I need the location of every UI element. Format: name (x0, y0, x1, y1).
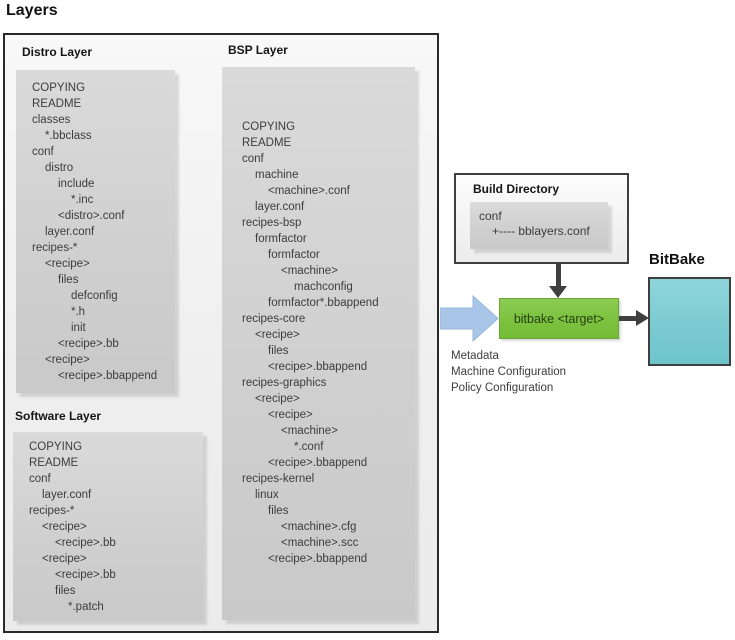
tree-item: README (242, 137, 292, 149)
tree-item: <recipe>.bb (58, 338, 119, 350)
tree-item: <recipe>.bbappend (268, 457, 368, 469)
tree-item: files (55, 585, 76, 597)
tree-item: conf (479, 209, 502, 223)
tree-item: recipes-graphics (242, 377, 327, 389)
tree-item: <machine>.scc (281, 537, 359, 549)
tree-item: formfactor (255, 233, 307, 245)
tree-item: recipes-* (29, 505, 75, 517)
bitbake-label: BitBake (649, 251, 705, 268)
tree-item: files (268, 345, 289, 357)
tree-item: layer.conf (45, 226, 95, 238)
tree-item: <recipe> (42, 521, 87, 533)
tree-item: +---- bblayers.conf (492, 224, 590, 238)
tree-item: recipes-* (32, 242, 78, 254)
bitbake-target-label: bitbake <target> (513, 311, 605, 326)
tree-item: <recipe>.bbappend (268, 361, 368, 373)
tree-item: *.inc (71, 194, 94, 206)
tree-item: <recipe> (42, 553, 87, 565)
tree-item: <recipe> (268, 409, 313, 421)
tree-item: Policy Configuration (451, 382, 554, 394)
tree-item: Machine Configuration (451, 366, 567, 378)
right-arrowhead-icon (636, 310, 649, 326)
build-directory-conf-box: conf+---- bblayers.conf (470, 202, 608, 249)
tree-item: <recipe>.bbappend (268, 553, 368, 565)
block-arrow-icon (440, 295, 499, 342)
tree-item: defconfig (71, 290, 118, 302)
tree-item: README (29, 457, 79, 469)
tree-item: recipes-bsp (242, 217, 302, 229)
tree-item: <distro>.conf (58, 210, 125, 222)
tree-item: conf (242, 153, 264, 165)
build-directory-label: Build Directory (473, 182, 560, 196)
tree-item: *.h (71, 306, 86, 318)
tree-item: COPYING (29, 441, 83, 453)
tree-item: Metadata (451, 350, 499, 362)
right-arrow-icon (619, 316, 637, 321)
software-layer-box: COPYING README conf layer.conf recipes-* <rec… (13, 432, 203, 621)
tree-item: <machine> (281, 425, 338, 437)
tree-item: conf (32, 146, 54, 158)
distro-layer-label: Distro Layer (22, 45, 93, 59)
tree-item: files (58, 274, 79, 286)
tree-item: <recipe> (255, 329, 300, 341)
tree-item: formfactor*.bbappend (268, 297, 379, 309)
tree-item: <machine>.conf (268, 185, 350, 197)
tree-item: <machine>.cfg (281, 521, 357, 533)
bitbake-target-box: bitbake <target> (499, 298, 619, 339)
tree-item: <recipe> (45, 258, 90, 270)
tree-item: <recipe>.bb (55, 537, 116, 549)
tree-item: *.bbclass (45, 130, 92, 142)
tree-item: distro (45, 162, 74, 174)
tree-item: files (268, 505, 289, 517)
tree-item: <recipe>.bbappend (58, 370, 158, 382)
tree-item: <recipe> (255, 393, 300, 405)
tree-item: recipes-core (242, 313, 306, 325)
down-arrowhead-icon (549, 286, 567, 298)
distro-layer-box: COPYING README classes *.bbclass conf distro i… (16, 70, 175, 393)
tree-item: machconfig (294, 281, 353, 293)
tree-item: COPYING (32, 82, 86, 94)
tree-item: include (58, 178, 95, 190)
tree-item: classes (32, 114, 71, 126)
tree-item: README (32, 98, 82, 110)
bsp-layer-label: BSP Layer (228, 43, 288, 57)
down-arrow-icon (556, 264, 561, 287)
tree-item: recipes-kernel (242, 473, 315, 485)
tree-item: formfactor (268, 249, 320, 261)
software-layer-label: Software Layer (15, 409, 102, 423)
tree-item: *.conf (294, 441, 324, 453)
tree-item: *.patch (68, 601, 104, 613)
tree-item: <recipe> (45, 354, 90, 366)
bitbake-box (648, 277, 731, 366)
tree-item: conf (29, 473, 51, 485)
tree-item: init (71, 322, 86, 334)
tree-item: layer.conf (255, 201, 305, 213)
bsp-layer-box: COPYING README conf machine <machine>.conf la… (222, 67, 415, 620)
tree-item: <recipe>.bb (55, 569, 116, 581)
tree-item: layer.conf (42, 489, 92, 501)
page-title: Layers (6, 2, 58, 19)
tree-item: machine (255, 169, 299, 181)
tree-item: linux (255, 489, 279, 501)
tree-item: COPYING (242, 121, 296, 133)
tree-item: <machine> (281, 265, 338, 277)
